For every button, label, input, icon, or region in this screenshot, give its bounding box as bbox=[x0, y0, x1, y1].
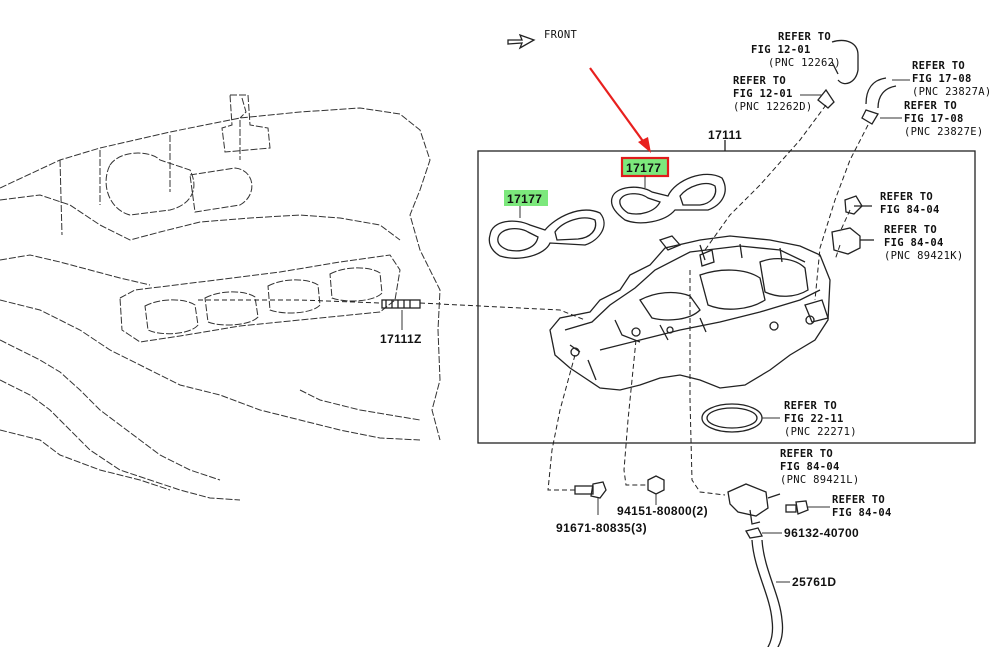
hose-part-number: 25761D bbox=[792, 575, 836, 589]
gasket-left bbox=[488, 209, 605, 259]
ref-r5-line2: FIG 84-04 bbox=[880, 204, 940, 216]
ref-r1-line3: (PNC 12262) bbox=[768, 57, 841, 69]
upper-hoses bbox=[817, 39, 897, 125]
ref-r4-line1: REFER TO bbox=[904, 100, 957, 112]
ref-r7-line3: (PNC 22271) bbox=[784, 426, 857, 438]
callout-gasket-other: 17177 bbox=[504, 190, 548, 218]
assembly-part-number: 17111 bbox=[708, 128, 742, 142]
gasket-other-part-number: 17177 bbox=[507, 192, 542, 206]
stud-part-number: 17111Z bbox=[380, 332, 422, 346]
intake-manifold-body bbox=[549, 235, 831, 391]
front-direction-indicator: FRONT bbox=[507, 29, 577, 50]
ref-r9-line2: FIG 84-04 bbox=[832, 507, 892, 519]
engine-block-illustration bbox=[0, 94, 441, 501]
ref-r3: REFER TO FIG 17-08 (PNC 23827A) bbox=[892, 60, 991, 98]
gasket-highlighted-part-number: 17177 bbox=[626, 161, 661, 175]
ref-r7-line2: FIG 22-11 bbox=[784, 413, 844, 425]
ref-r3-line2: FIG 17-08 bbox=[912, 73, 972, 85]
stud-17111z bbox=[381, 299, 421, 330]
bolt-91671 bbox=[574, 481, 607, 515]
ref-r6-line2: FIG 84-04 bbox=[884, 237, 944, 249]
ref-r7: REFER TO FIG 22-11 (PNC 22271) bbox=[784, 400, 857, 438]
ref-r6-line1: REFER TO bbox=[884, 224, 937, 236]
ref-r8-line3: (PNC 89421L) bbox=[780, 474, 859, 486]
gasket-other-highlight bbox=[504, 190, 548, 206]
ref-r2: REFER TO FIG 12-01 (PNC 12262D) bbox=[733, 75, 822, 113]
ref-r5-line1: REFER TO bbox=[880, 191, 933, 203]
gasket-right bbox=[610, 173, 726, 224]
sensor-89421l bbox=[727, 483, 781, 525]
sensor-84-04-upper bbox=[844, 195, 872, 215]
ref-r1: REFER TO FIG 12-01 (PNC 12262) bbox=[751, 31, 841, 69]
ref-r3-line1: REFER TO bbox=[912, 60, 965, 72]
clamp-96132 bbox=[745, 527, 782, 539]
ref-r4: REFER TO FIG 17-08 (PNC 23827E) bbox=[880, 100, 983, 138]
bolt-94151 bbox=[647, 475, 665, 505]
small-bolt-84-04 bbox=[785, 500, 830, 515]
ref-r5: REFER TO FIG 84-04 bbox=[880, 191, 940, 216]
front-arrow-icon bbox=[507, 33, 536, 50]
sensor-89421k bbox=[831, 227, 874, 255]
bolt-91671-part-number: 91671-80835(3) bbox=[556, 521, 647, 535]
ref-r6: REFER TO FIG 84-04 (PNC 89421K) bbox=[884, 224, 963, 262]
ref-r2-line3: (PNC 12262D) bbox=[733, 101, 812, 113]
hose-25761d bbox=[751, 539, 790, 647]
bolt-94151-part-number: 94151-80800(2) bbox=[617, 504, 708, 518]
ref-r8-line1: REFER TO bbox=[780, 448, 833, 460]
ref-r3-line3: (PNC 23827A) bbox=[912, 86, 991, 98]
ref-r2-line1: REFER TO bbox=[733, 75, 786, 87]
ref-r4-line2: FIG 17-08 bbox=[904, 113, 964, 125]
ref-r1-line1: REFER TO bbox=[778, 31, 831, 43]
ref-r8: REFER TO FIG 84-04 (PNC 89421L) bbox=[780, 448, 859, 486]
ref-r2-line2: FIG 12-01 bbox=[733, 88, 793, 100]
ref-r7-line1: REFER TO bbox=[784, 400, 837, 412]
ref-r9: REFER TO FIG 84-04 bbox=[832, 494, 892, 519]
clamp-part-number: 96132-40700 bbox=[784, 526, 859, 540]
intake-manifold-assembly-box: 17111 bbox=[477, 128, 976, 444]
ref-r9-line1: REFER TO bbox=[832, 494, 885, 506]
ref-r8-line2: FIG 84-04 bbox=[780, 461, 840, 473]
red-pointer-arrow bbox=[589, 67, 651, 153]
ref-r4-line3: (PNC 23827E) bbox=[904, 126, 983, 138]
callout-gasket-highlighted: 17177 bbox=[620, 156, 670, 188]
ref-r6-line3: (PNC 89421K) bbox=[884, 250, 963, 262]
front-label: FRONT bbox=[544, 29, 577, 41]
leader-lines bbox=[198, 104, 869, 496]
ref-r1-line2: FIG 12-01 bbox=[751, 44, 811, 56]
throttle-body-gasket bbox=[701, 403, 780, 433]
